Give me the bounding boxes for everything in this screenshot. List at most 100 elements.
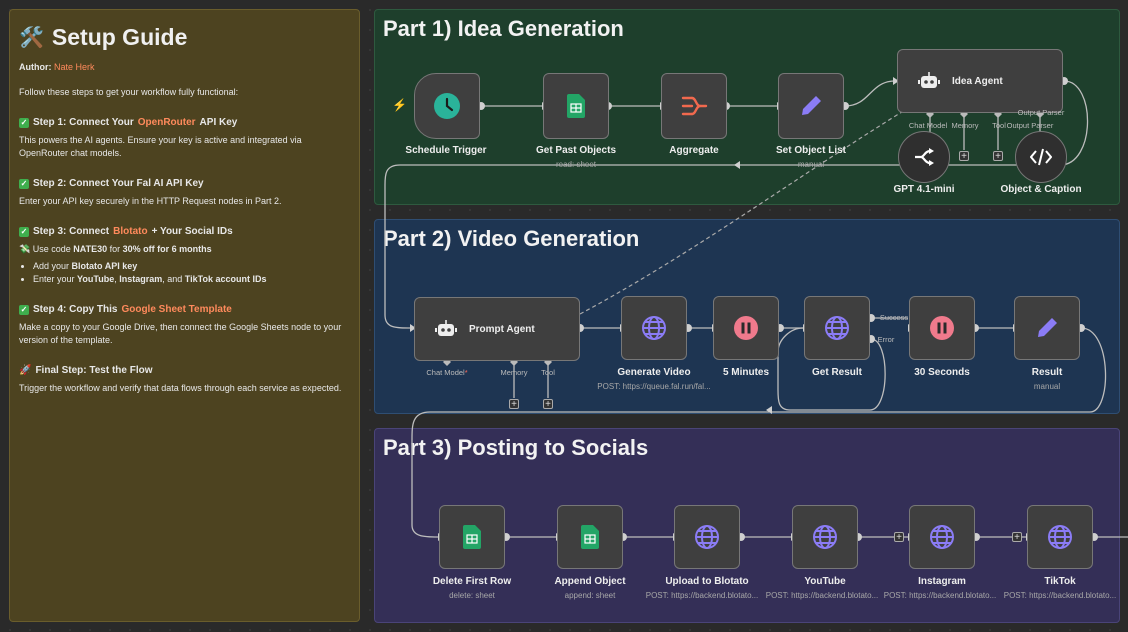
sheet-template-link[interactable]: Google Sheet Template <box>121 304 232 315</box>
final-step-text: Trigger the workflow and verify that dat… <box>19 383 342 393</box>
wait-30-seconds-node[interactable] <box>909 296 975 360</box>
node-label: Get Result <box>811 367 863 378</box>
node-label: Object & Caption <box>1000 184 1082 195</box>
port-label: Chat Model* <box>426 368 468 377</box>
port-label: Tool <box>541 368 555 377</box>
node-label: Set Object List <box>775 145 847 156</box>
step2-text: Enter your API key securely in the HTTP … <box>19 196 282 206</box>
add-tool-button[interactable]: + <box>993 151 1003 162</box>
success-branch-label: Success <box>879 313 909 322</box>
step4-title: ✓ Step 4: Copy This Google Sheet Templat… <box>19 304 232 315</box>
add-node-button[interactable]: + <box>1012 532 1022 543</box>
guide-intro: Follow these steps to get your workflow … <box>19 87 239 97</box>
node-label: Idea Agent <box>952 75 1003 87</box>
aggregate-icon <box>681 96 708 116</box>
set-object-list-node[interactable] <box>778 73 844 139</box>
add-memory-button[interactable]: + <box>959 151 969 162</box>
globe-icon <box>813 525 837 549</box>
blotato-link[interactable]: Blotato <box>113 226 148 237</box>
guide-author: Author: Nate Herk <box>19 62 95 72</box>
port-label: Tool <box>992 121 1006 130</box>
check-icon: ✓ <box>19 178 29 189</box>
node-label: YouTube <box>804 576 846 587</box>
pause-icon <box>734 316 758 340</box>
wait-5-minutes-node[interactable] <box>713 296 779 360</box>
node-label: Append Object <box>554 576 626 587</box>
prompt-agent-node[interactable]: Prompt Agent <box>414 297 580 361</box>
schedule-trigger-node[interactable] <box>414 73 480 139</box>
step1-title: ✓ Step 1: Connect Your OpenRouter API Ke… <box>19 117 238 128</box>
openrouter-link[interactable]: OpenRouter <box>137 117 196 128</box>
author-link[interactable]: Nate Herk <box>54 62 95 72</box>
clock-icon <box>434 93 460 119</box>
add-memory-button[interactable]: + <box>509 399 519 410</box>
result-node[interactable] <box>1014 296 1080 360</box>
delete-first-row-node[interactable] <box>439 505 505 569</box>
discount-code: 💸 Use code NATE30 for 30% off for 6 mont… <box>19 244 212 254</box>
guide-title: 🛠️ Setup Guide <box>19 24 188 50</box>
port-label: Memory <box>951 121 979 130</box>
node-label: Delete First Row <box>432 576 512 587</box>
upload-to-blotato-node[interactable] <box>674 505 740 569</box>
node-label: 30 Seconds <box>914 367 970 378</box>
robot-icon <box>918 72 940 88</box>
check-icon: ✓ <box>19 226 29 237</box>
openrouter-icon <box>915 148 934 166</box>
node-label: Generate Video <box>617 367 691 378</box>
node-subtitle: manual <box>1033 382 1061 391</box>
node-label: 5 Minutes <box>722 367 770 378</box>
node-subtitle: POST: https://backend.blotato... <box>645 591 759 600</box>
pencil-icon <box>1038 318 1057 337</box>
tiktok-node[interactable] <box>1027 505 1093 569</box>
get-result-node[interactable] <box>804 296 870 360</box>
node-subtitle: POST: https://queue.fal.run/fal... <box>597 382 711 391</box>
section-title: Part 3) Posting to Socials <box>383 435 649 460</box>
node-label: Get Past Objects <box>535 145 617 156</box>
aggregate-node[interactable] <box>661 73 727 139</box>
add-tool-button[interactable]: + <box>543 399 553 410</box>
pencil-icon <box>802 96 821 115</box>
node-label: TikTok <box>1044 576 1076 587</box>
node-subtitle: POST: https://backend.blotato... <box>765 591 879 600</box>
globe-icon <box>695 525 719 549</box>
globe-icon <box>930 525 954 549</box>
node-subtitle: POST: https://backend.blotato... <box>1003 591 1117 600</box>
node-label: Aggregate <box>669 145 719 156</box>
step2-title: ✓ Step 2: Connect Your Fal AI API Key <box>19 178 204 189</box>
list-item: Add your Blotato API key <box>33 260 350 273</box>
node-label: Instagram <box>918 576 966 587</box>
section-title: Part 2) Video Generation <box>383 226 640 251</box>
node-subtitle: delete: sheet <box>449 591 495 600</box>
step1-text: This powers the AI agents. Ensure your k… <box>19 135 302 158</box>
youtube-node[interactable] <box>792 505 858 569</box>
get-past-objects-node[interactable] <box>543 73 609 139</box>
idea-agent-node[interactable]: Idea Agent <box>897 49 1063 113</box>
node-subtitle: manual <box>797 160 825 169</box>
gpt-model-node[interactable] <box>898 131 950 183</box>
check-icon: ✓ <box>19 117 29 128</box>
node-label: GPT 4.1-mini <box>893 184 955 195</box>
error-branch-label: Error <box>877 335 895 344</box>
object-caption-parser-node[interactable] <box>1015 131 1067 183</box>
append-object-node[interactable] <box>557 505 623 569</box>
globe-icon <box>1048 525 1072 549</box>
port-label: Chat Model <box>908 121 948 130</box>
node-label: Prompt Agent <box>469 323 535 335</box>
final-step-title: 🚀 Final Step: Test the Flow <box>19 365 153 376</box>
node-label: Schedule Trigger <box>405 145 487 156</box>
trigger-bolt-icon: ⚡ <box>392 98 407 112</box>
money-icon: 💸 <box>19 244 31 254</box>
port-label: Output Parser <box>1006 121 1054 130</box>
list-item: Enter your YouTube, Instagram, and TikTo… <box>33 273 350 286</box>
node-subtitle: read: sheet <box>555 160 597 169</box>
section-title: Part 1) Idea Generation <box>383 16 624 41</box>
generate-video-node[interactable] <box>621 296 687 360</box>
port-label: Memory <box>500 368 528 377</box>
add-node-button[interactable]: + <box>894 532 904 543</box>
instagram-node[interactable] <box>909 505 975 569</box>
step4-text: Make a copy to your Google Drive, then c… <box>19 322 342 345</box>
robot-icon <box>435 320 457 336</box>
code-icon <box>1030 148 1052 166</box>
setup-guide-panel: 🛠️ Setup Guide Author: Nate Herk Follow … <box>9 9 360 622</box>
node-label: Upload to Blotato <box>665 576 749 587</box>
